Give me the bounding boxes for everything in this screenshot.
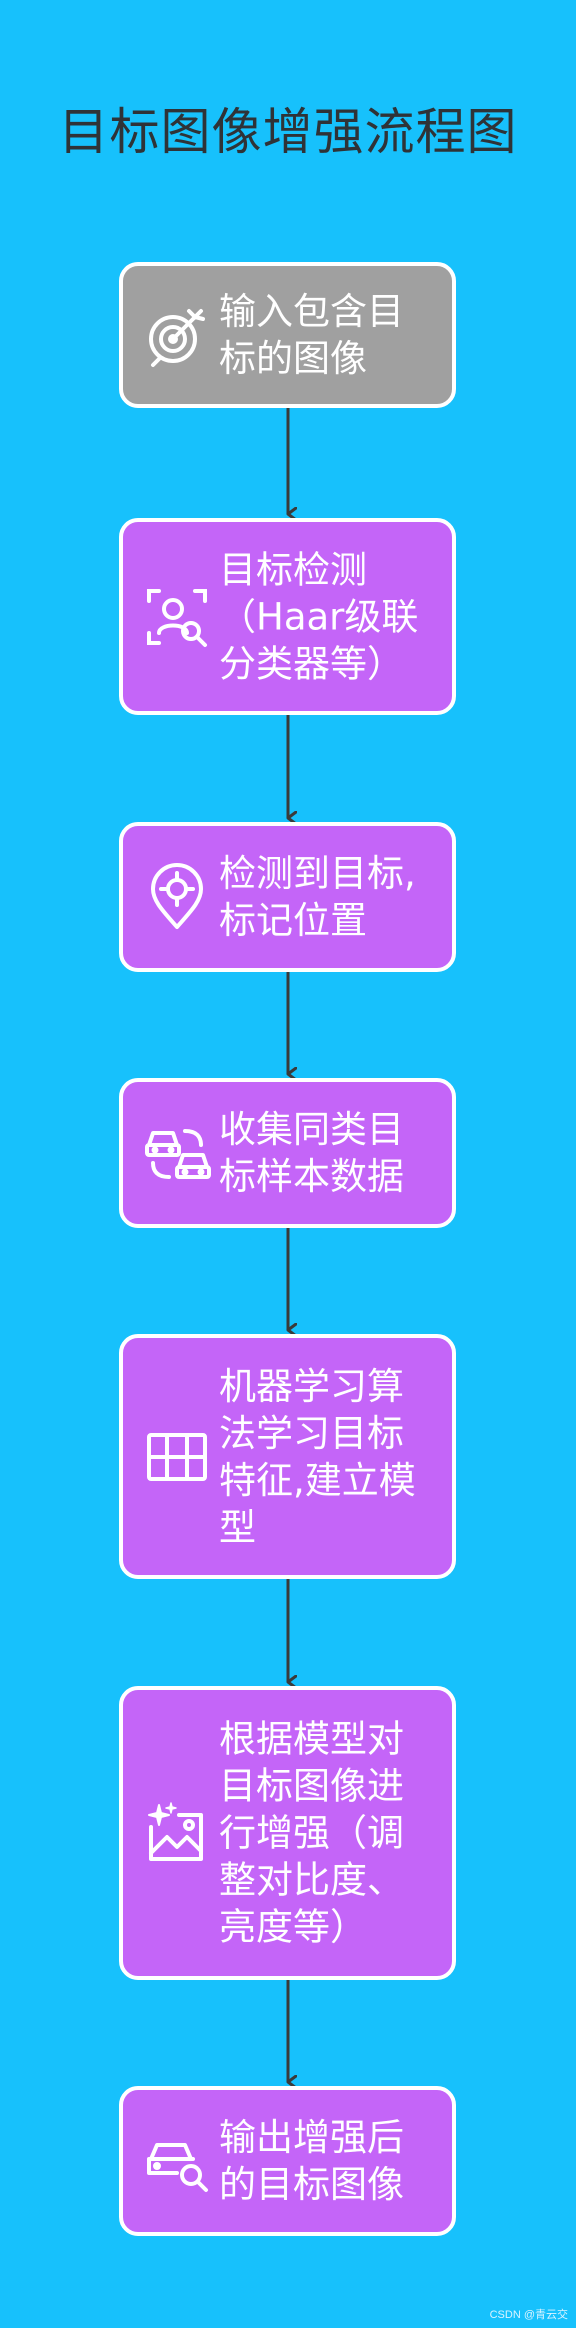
node-collect-samples: 收集同类目标样本数据 bbox=[119, 1078, 456, 1228]
diagram-title: 目标图像增强流程图 bbox=[58, 103, 518, 161]
face-scan-icon bbox=[143, 583, 211, 651]
node-mark-position: 检测到目标,标记位置 bbox=[119, 822, 456, 972]
image-sparkle-icon bbox=[143, 1799, 211, 1867]
node-label: 检测到目标,标记位置 bbox=[219, 852, 416, 942]
grid-table-icon bbox=[143, 1423, 211, 1491]
node-label: 输入包含目标的图像 bbox=[219, 290, 404, 380]
node-ml-model: 机器学习算法学习目标特征,建立模型 bbox=[119, 1334, 456, 1579]
car-search-icon bbox=[143, 2127, 211, 2195]
node-input-image: 输入包含目标的图像 bbox=[119, 262, 456, 408]
location-pin-target-icon bbox=[143, 863, 211, 931]
target-dart-icon bbox=[143, 301, 211, 369]
car-transfer-icon bbox=[143, 1119, 211, 1187]
node-label: 目标检测（Haar级联分类器等） bbox=[219, 548, 419, 685]
node-enhance-image: 根据模型对目标图像进行增强（调整对比度、亮度等） bbox=[119, 1686, 456, 1980]
watermark: CSDN @青云交 bbox=[489, 2309, 568, 2321]
node-label: 机器学习算法学习目标特征,建立模型 bbox=[219, 1364, 416, 1549]
node-output-image: 输出增强后的目标图像 bbox=[119, 2086, 456, 2236]
node-label: 输出增强后的目标图像 bbox=[219, 2116, 404, 2206]
node-target-detection: 目标检测（Haar级联分类器等） bbox=[119, 518, 456, 715]
node-label: 根据模型对目标图像进行增强（调整对比度、亮度等） bbox=[219, 1717, 404, 1949]
node-label: 收集同类目标样本数据 bbox=[219, 1108, 404, 1198]
